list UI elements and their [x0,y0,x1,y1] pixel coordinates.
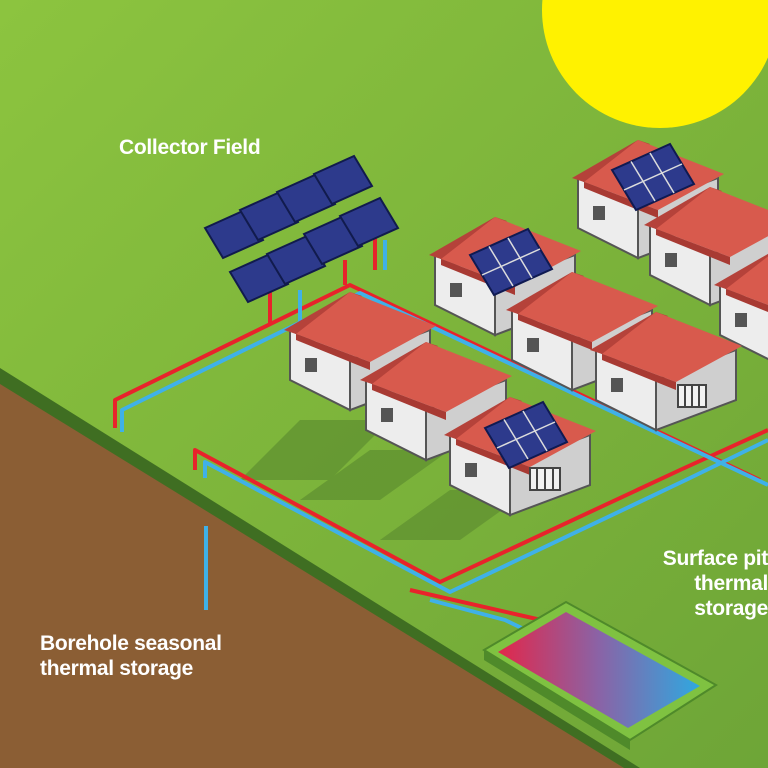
houses [283,139,768,516]
borehole-line-1: Borehole seasonal [40,632,222,655]
borehole-line-2: thermal storage [40,657,194,680]
soil-edge [0,368,640,768]
sun-icon [542,0,768,128]
surface-pit-line-3: storage [694,597,768,620]
collector-field-text: Collector Field [119,136,261,159]
thermal-pit-icon [482,600,718,750]
radiator-icon [677,384,707,408]
surface-pit-label: Surface pit thermal storage [600,546,768,621]
surface-pit-line-1: Surface pit [662,547,768,570]
surface-pit-line-2: thermal [694,572,768,595]
radiator-icon [529,467,561,491]
collector-field-label: Collector Field [119,135,261,160]
borehole-icon [110,468,208,610]
borehole-label: Borehole seasonal thermal storage [40,631,222,681]
cold-pipes [120,240,768,634]
